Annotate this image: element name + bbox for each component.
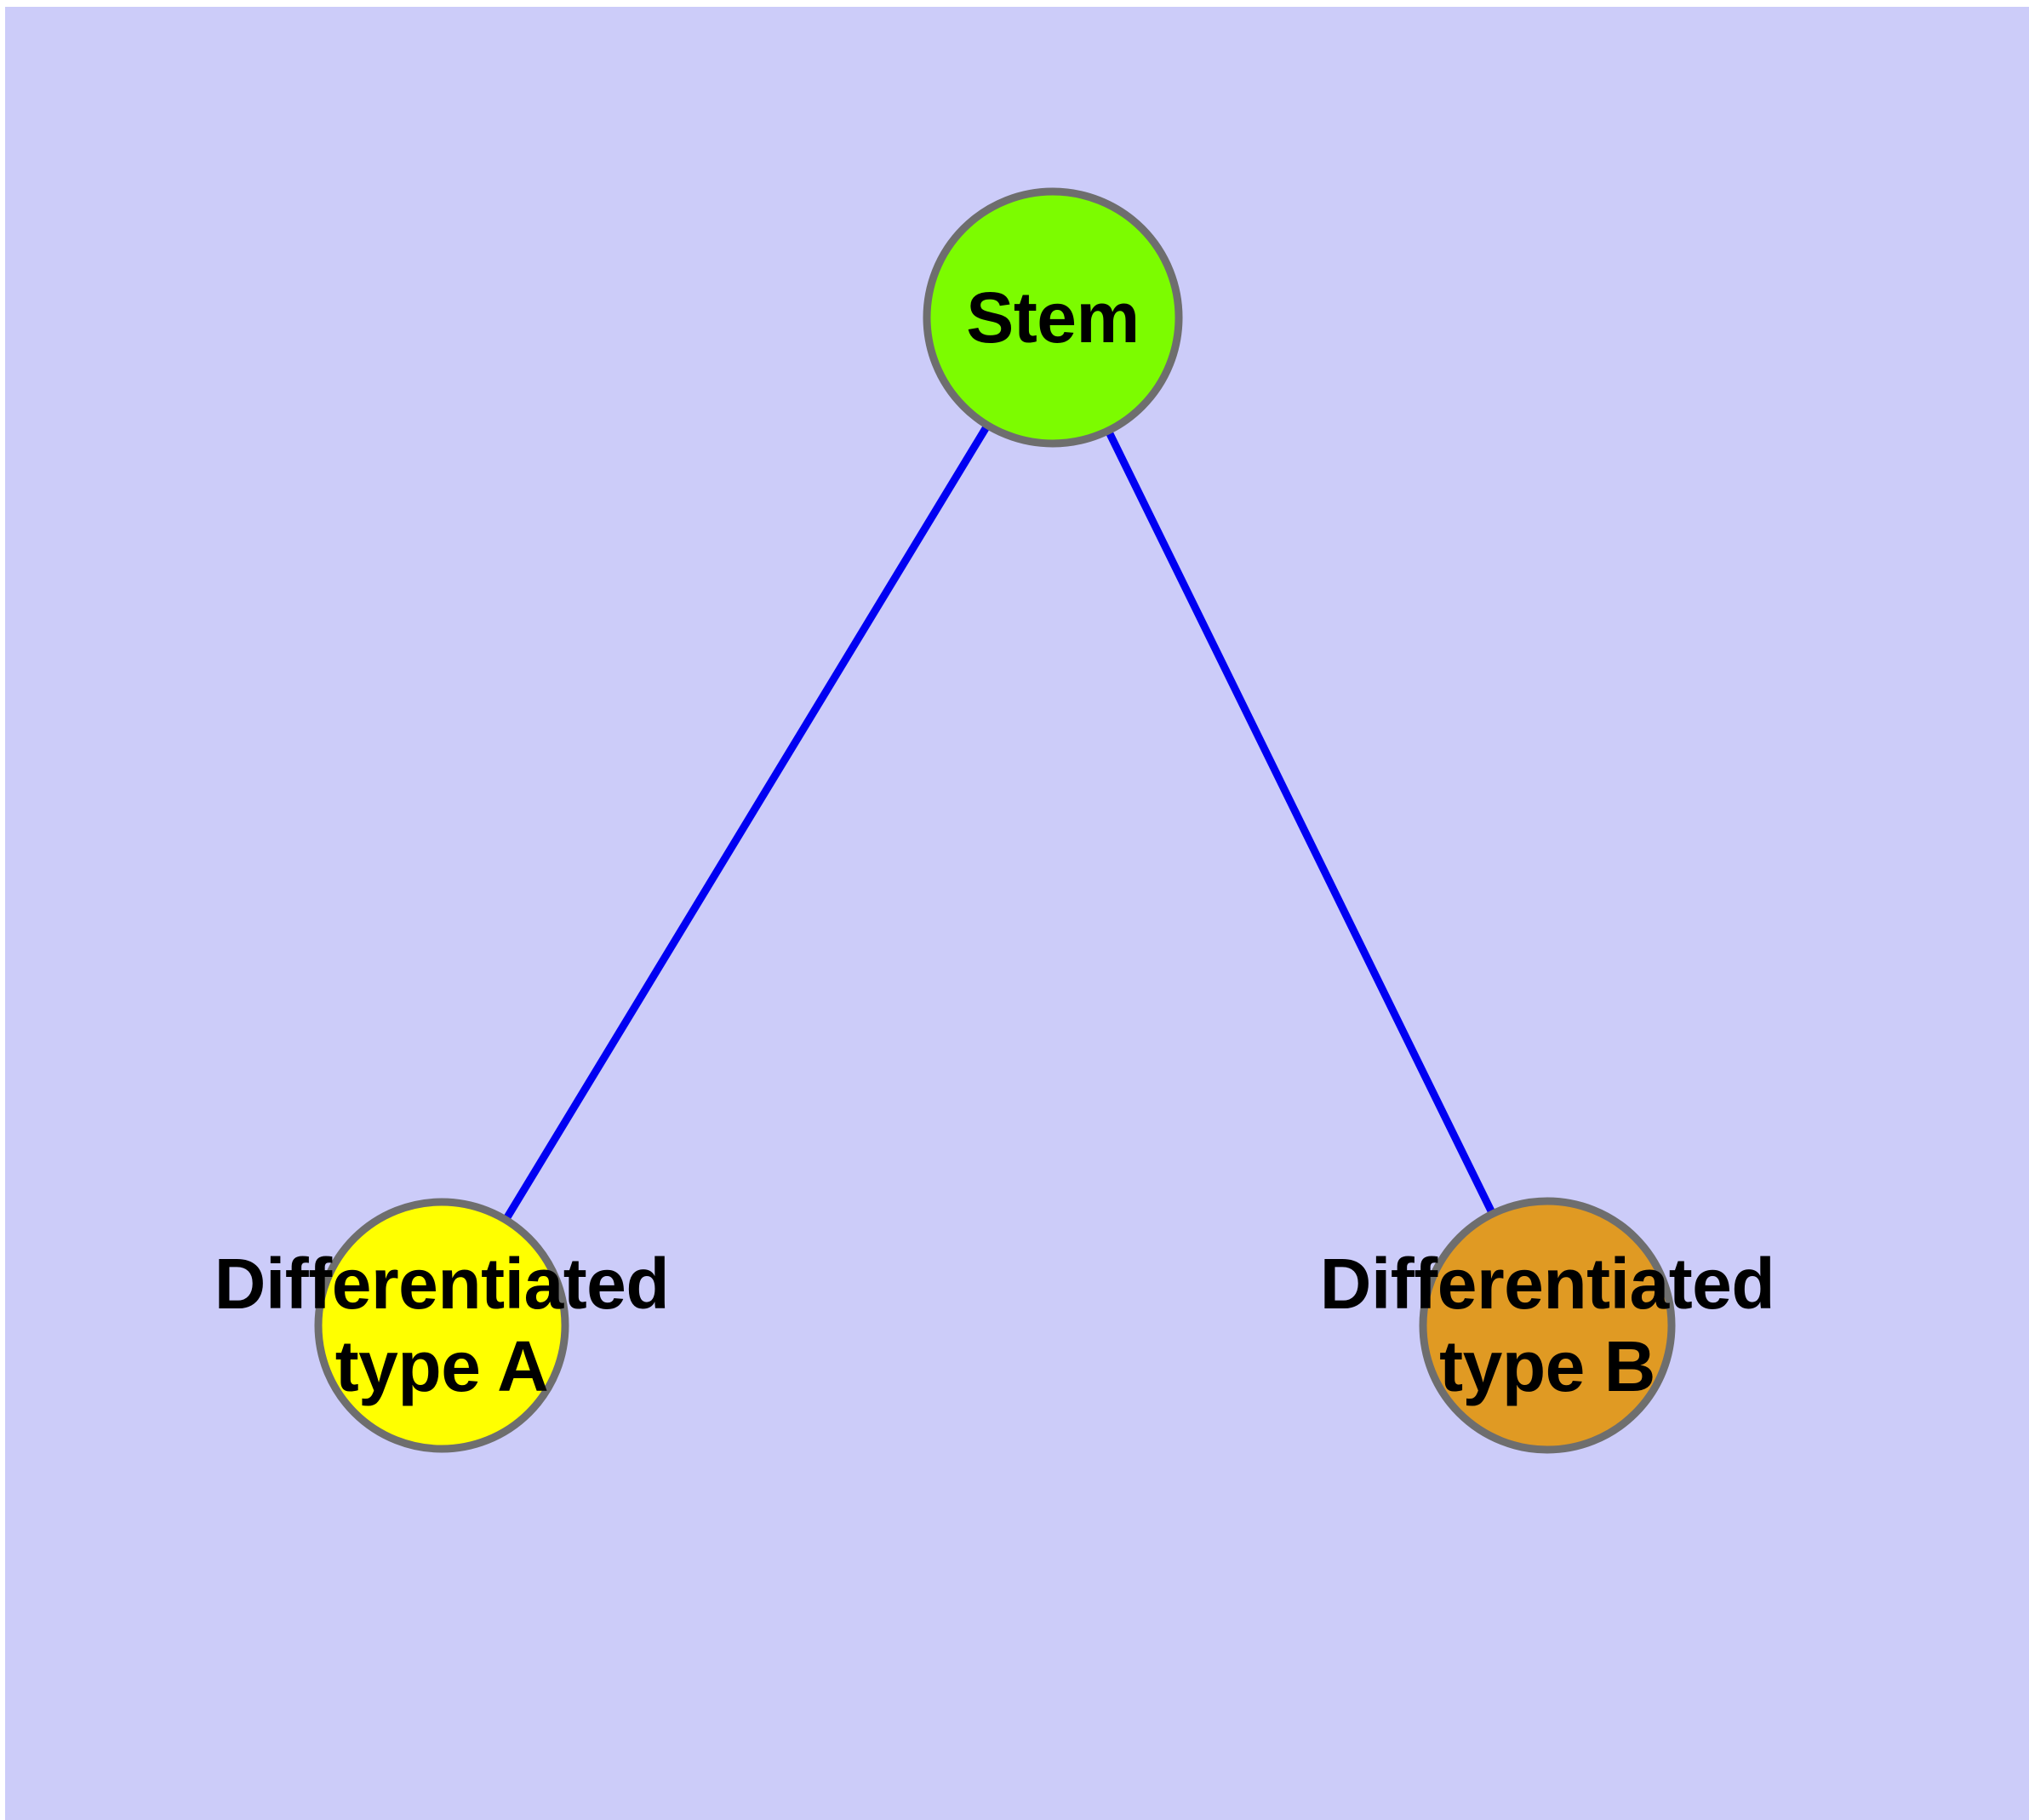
node-differentiated-type-a[interactable]: [314, 1198, 569, 1453]
node-stem[interactable]: [923, 187, 1183, 448]
node-differentiated-type-b[interactable]: [1419, 1197, 1676, 1454]
edge-layer: [500, 420, 1498, 1225]
edge-stem-to-differentiated-type-b[interactable]: [1103, 426, 1498, 1219]
edge-stem-to-differentiated-type-a[interactable]: [500, 420, 993, 1225]
node-layer: [314, 187, 1676, 1454]
